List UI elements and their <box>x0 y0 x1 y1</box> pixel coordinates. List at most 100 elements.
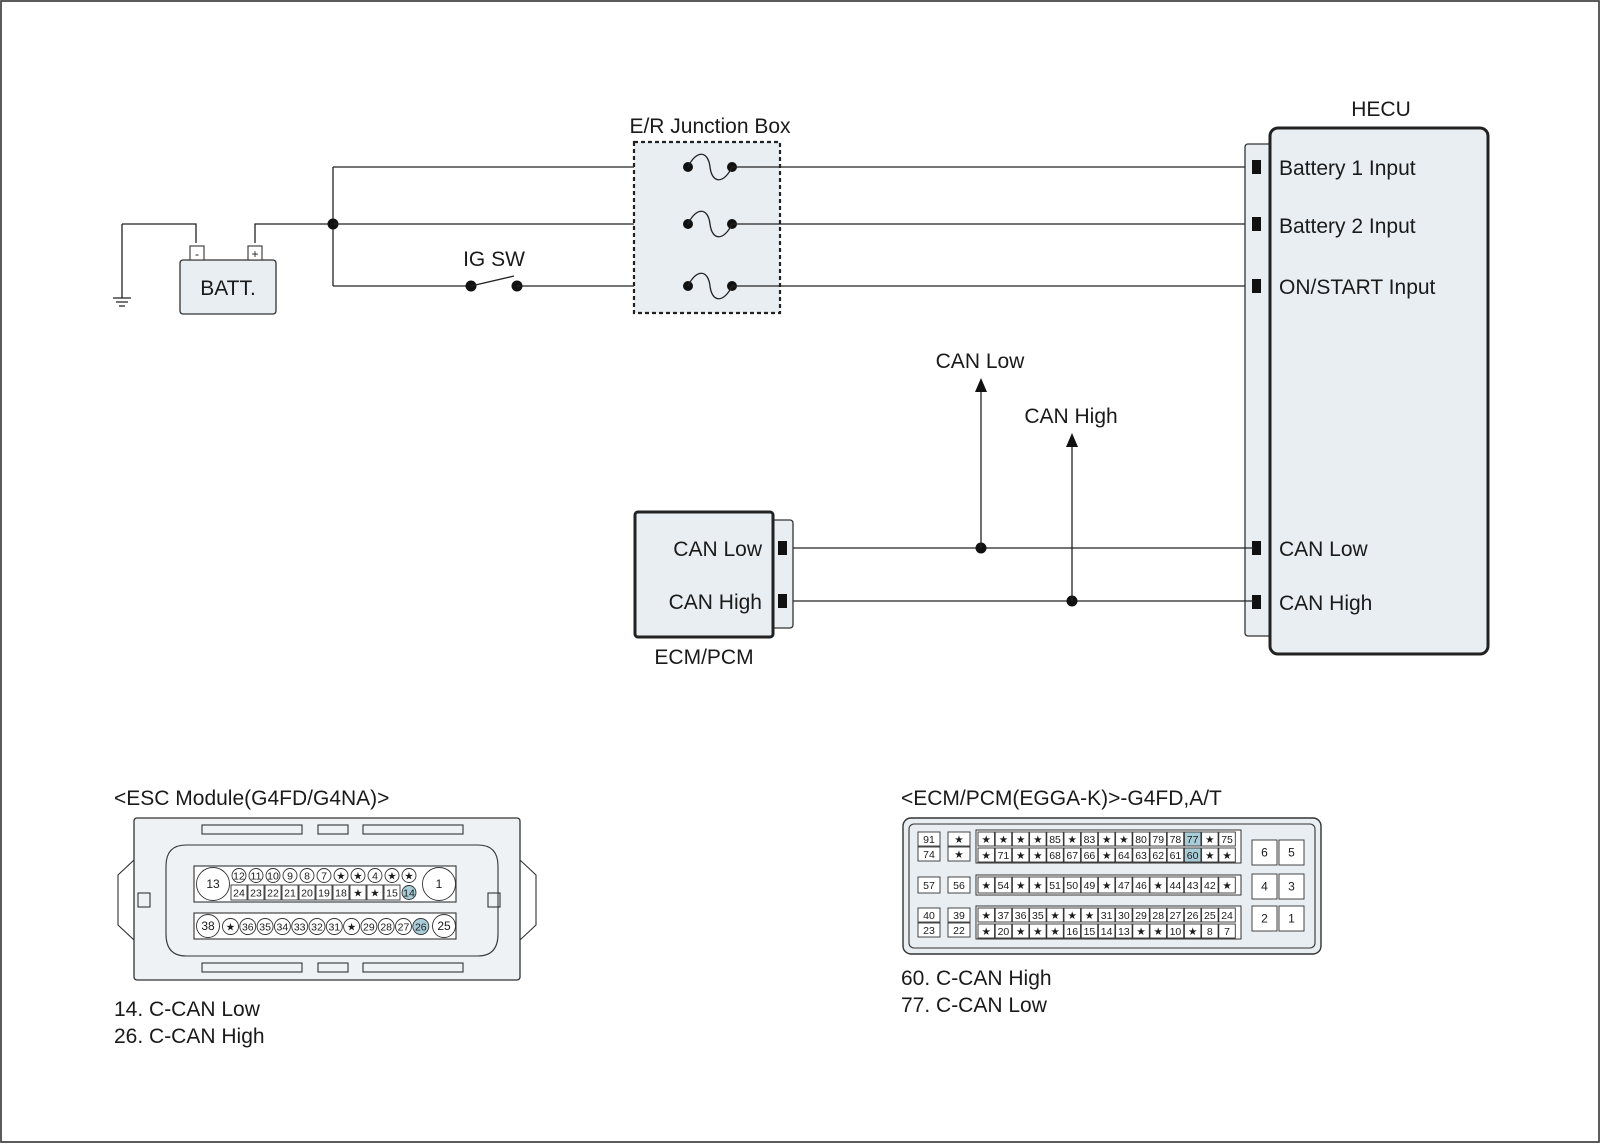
connector-pin-cell: 43 <box>1183 876 1202 894</box>
hecu-pin-marker <box>1252 217 1261 231</box>
connector-pin-label: 39 <box>953 910 965 922</box>
connector-pin-cell: ★ <box>1149 876 1167 894</box>
connector-pin-label: ★ <box>982 834 991 846</box>
connector-pin-label: ★ <box>999 834 1008 846</box>
connector-pin-cell: ★ <box>1029 923 1047 939</box>
connector-pin-label: 4 <box>1261 880 1268 894</box>
connector-pin-cell: 23 <box>247 884 265 901</box>
connector-pin-label: ★ <box>1016 834 1025 846</box>
connector-pin-cell: ★ <box>1201 831 1219 847</box>
hecu-pin-can-low: CAN Low <box>1279 538 1369 561</box>
connector-pin-cell: ★ <box>1046 923 1064 939</box>
connector-pin-label: 63 <box>1135 850 1147 862</box>
connector-pin-cell: 77 <box>1183 831 1202 847</box>
connector-pin-cell: 26 <box>412 918 430 935</box>
hecu-pin-on-start: ON/START Input <box>1279 276 1436 299</box>
connector-pin-cell: 71 <box>994 847 1013 863</box>
connector-pin-cell: ★ <box>1115 831 1133 847</box>
connector-pin-cell: 66 <box>1080 847 1099 863</box>
battery-positive-wire <box>254 223 333 243</box>
connector-pin-label: 54 <box>998 880 1010 892</box>
connector-pin-label: 16 <box>1066 926 1078 938</box>
connector-pin-cell: 22 <box>264 884 282 901</box>
connector-pin-cell: 83 <box>1080 831 1099 847</box>
connector-pin-label: ★ <box>404 871 413 883</box>
connector-pin-label: 38 <box>201 919 215 933</box>
connector-pin-cell: 6 <box>1251 839 1278 866</box>
connector-pin-cell: 9 <box>282 868 298 883</box>
battery: - + BATT. <box>179 245 277 315</box>
connector-pin-label: 83 <box>1084 834 1096 846</box>
connector-pin-cell: 7 <box>1218 923 1236 939</box>
connector-pin-cell: 30 <box>1115 907 1133 923</box>
connector-pin-label: ★ <box>1154 880 1163 892</box>
connector-pin-cell: ★ <box>1218 847 1236 863</box>
connector-pin-cell: 32 <box>308 918 326 935</box>
connector-pin-label: 42 <box>1204 880 1216 892</box>
connector-pin-cell: ★ <box>350 868 366 883</box>
connector-pin-label: 85 <box>1049 834 1061 846</box>
connector-pin-label: ★ <box>226 922 235 934</box>
connector-pin-label: 80 <box>1135 834 1147 846</box>
connector-pin-cell: 23 <box>917 922 941 938</box>
connector-pin-label: 57 <box>923 880 935 892</box>
connector-pin-cell: 15 <box>383 884 401 901</box>
connector-pin-label: 9 <box>287 871 293 883</box>
hecu-module: HECU Battery 1 Input Battery 2 Input ON/… <box>1244 98 1490 656</box>
connector-pin-label: 51 <box>1049 880 1061 892</box>
connector-pin-label: 22 <box>267 888 279 900</box>
connector-pin-label: 56 <box>953 880 965 892</box>
arrow-can-low-label: CAN Low <box>936 350 1026 373</box>
connector-pin-label: 1 <box>436 877 443 891</box>
connector-pin-cell: 39 <box>947 907 971 923</box>
connector-pin-cell: 34 <box>273 918 291 935</box>
connector-pin-label: 35 <box>259 922 271 934</box>
connector-pin-label: ★ <box>982 910 991 922</box>
connector-pin-label: ★ <box>1188 926 1197 938</box>
connector-pin-cell: 27 <box>395 918 412 935</box>
connector-pin-label: 79 <box>1152 834 1164 846</box>
junction-box: E/R Junction Box <box>629 115 791 315</box>
connector-pin-cell: 51 <box>1046 876 1064 894</box>
connector-pin-label: ★ <box>1033 850 1042 862</box>
connector-pin-cell: 40 <box>917 907 941 923</box>
connector-pin-label: ★ <box>982 880 991 892</box>
connector-pin-label: 44 <box>1170 880 1182 892</box>
connector-pin-cell: 24 <box>230 884 248 901</box>
ecm-module: CAN Low CAN High ECM/PCM <box>633 510 794 669</box>
connector-pin-label: 47 <box>1118 880 1130 892</box>
connector-pin-label: ★ <box>1222 880 1231 892</box>
connector-pin-label: 33 <box>294 922 306 934</box>
connector-pin-label: ★ <box>1033 880 1042 892</box>
connector-pin-label: ★ <box>1050 910 1059 922</box>
connector-pin-cell: 14 <box>401 885 417 900</box>
ecm-pin-can-high: CAN High <box>669 591 762 614</box>
connector-pin-cell: 8 <box>299 868 315 883</box>
connector-pin-label: 3 <box>1288 880 1295 894</box>
connector-pin-label: ★ <box>1033 834 1042 846</box>
junction-box-label: E/R Junction Box <box>629 115 791 138</box>
connector-pin-cell: 12 <box>231 868 247 883</box>
connector-pin-cell: ★ <box>1029 876 1047 894</box>
connector-pin-cell: 22 <box>947 922 971 938</box>
connector-pin-cell: 4 <box>367 868 383 883</box>
connector-pin-cell: 68 <box>1046 847 1064 863</box>
connector-pin-label: ★ <box>954 834 963 846</box>
connector-pin-cell: ★ <box>977 876 995 894</box>
connector-pin-label: 8 <box>304 871 310 883</box>
connector-pin-label: ★ <box>1050 926 1059 938</box>
connector-pin-label: 29 <box>363 922 375 934</box>
connector-pin-label: 32 <box>311 922 323 934</box>
connector-pin-cell: 18 <box>332 884 350 901</box>
connector-pin-label: 46 <box>1135 880 1147 892</box>
connector-pin-label: 26 <box>1187 910 1199 922</box>
connector-pin-label: ★ <box>982 850 991 862</box>
connector-pin-label: 60 <box>1187 850 1199 862</box>
connector-pin-label: 1 <box>1288 912 1295 926</box>
connector-pin-label: 31 <box>1101 910 1113 922</box>
battery-negative-wire <box>122 223 197 243</box>
connector-pin-label: ★ <box>1102 880 1111 892</box>
connector-pin-cell: 2 <box>1251 905 1278 932</box>
connector-pin-cell: 61 <box>1166 847 1185 863</box>
